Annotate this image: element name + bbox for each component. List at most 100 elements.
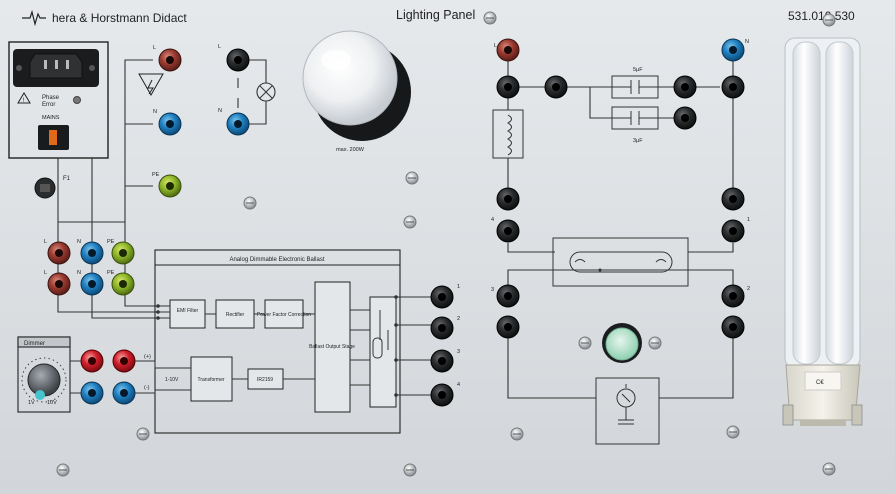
socket-tube-3[interactable] (496, 284, 520, 308)
emi-label: EMI Filter (177, 308, 199, 314)
ballast-out-label-4: 4 (457, 382, 460, 388)
lamp-terminal-label-n: N (218, 108, 222, 114)
brand-text: hera & Horstmann Didact (52, 11, 187, 25)
dimmer-title: Dimmer (24, 341, 45, 347)
circuit-label-n: N (745, 39, 749, 45)
socket-supply-pe-2[interactable] (111, 272, 135, 296)
socket-cap-c[interactable] (721, 75, 745, 99)
socket-tube-2[interactable] (721, 284, 745, 308)
high-voltage-warning-icon (138, 73, 164, 97)
phase-error-led-icon (73, 96, 81, 104)
brand-wave-icon (22, 9, 46, 27)
transformer-block (190, 356, 233, 402)
incandescent-bulb (302, 30, 398, 126)
ballast-box (154, 249, 401, 434)
output-stage-block (314, 281, 351, 413)
supply-label-l-2: L (44, 270, 47, 276)
terminal-label-l: L (153, 45, 156, 51)
rectifier-label: Rectifier (226, 312, 245, 318)
socket-starter-left[interactable] (496, 315, 520, 339)
ballast-out-label-2: 2 (457, 316, 460, 322)
inductor-symbol-icon (492, 109, 524, 159)
dimmer-plus-label: (+) (144, 354, 151, 360)
phase-error-label-2: Error (42, 102, 55, 108)
socket-tube-4[interactable] (496, 219, 520, 243)
socket-dimmer-minus-2[interactable] (112, 381, 136, 405)
circuit-label-1: 1 (747, 217, 750, 223)
input-label: 1-10V (165, 377, 179, 383)
mains-label: MAINS (42, 115, 60, 121)
ballast-wiring (135, 296, 435, 396)
socket-pe-top[interactable] (158, 174, 182, 198)
socket-supply-l-2[interactable] (47, 272, 71, 296)
dimmer-scale (21, 357, 67, 403)
stage-label: Ballast Output Stage (309, 344, 355, 350)
ce-mark-icon: C€ (816, 380, 824, 386)
part-number: 531.010.530 (788, 9, 855, 23)
circuit-label-3: 3 (491, 287, 494, 293)
socket-starter-right[interactable] (721, 315, 745, 339)
socket-supply-l-1[interactable] (47, 241, 71, 265)
lamp-rating: max. 200W (336, 147, 365, 153)
transformer-label: Transformer (197, 377, 224, 383)
fuse-label: F1 (63, 176, 71, 182)
socket-supply-n-2[interactable] (80, 272, 104, 296)
socket-lamp-l[interactable] (226, 48, 250, 72)
socket-circuit-n[interactable] (721, 38, 745, 62)
mounting-screws (56, 11, 836, 477)
socket-circuit-l[interactable] (496, 38, 520, 62)
socket-lamp-n[interactable] (226, 112, 250, 136)
socket-l-top[interactable] (158, 48, 182, 72)
socket-ballast-out-2[interactable] (430, 316, 454, 340)
socket-cap-b[interactable] (673, 75, 697, 99)
socket-dimmer-minus-1[interactable] (80, 381, 104, 405)
rectifier-block (215, 299, 255, 329)
socket-ballast-out-3[interactable] (430, 349, 454, 373)
socket-inductor-out[interactable] (496, 187, 520, 211)
socket-supply-pe-1[interactable] (111, 241, 135, 265)
output-switch-block (369, 296, 397, 408)
starter-symbol-box (595, 377, 660, 445)
pfc-label: Power Factor Correction (257, 312, 311, 318)
circuit-label-2: 2 (747, 286, 750, 292)
lamp-terminal-label-l: L (218, 44, 221, 50)
dimmer-scale-high: 10V (47, 400, 57, 406)
capacitor-symbols (611, 75, 659, 130)
dimmer-minus-label: (-) (144, 385, 150, 391)
socket-supply-n-1[interactable] (80, 241, 104, 265)
page-title: Lighting Panel (396, 8, 475, 22)
svg-text:!: ! (23, 98, 25, 104)
emi-filter-block (169, 299, 206, 329)
dimmer-knob[interactable] (27, 363, 61, 397)
dimmer-indicator-icon (35, 390, 45, 400)
socket-inductor-in[interactable] (496, 75, 520, 99)
circuit-label-l: L (494, 43, 497, 49)
phase-error-label-1: Phase (42, 95, 60, 101)
socket-tube-1[interactable] (721, 219, 745, 243)
cap-label-1: 5µF (633, 67, 643, 73)
socket-n-top[interactable] (158, 112, 182, 136)
terminal-label-pe: PE (152, 172, 160, 178)
circuit-label-4: 4 (491, 217, 494, 223)
socket-circuit-right-upper[interactable] (721, 187, 745, 211)
starter-device[interactable] (605, 327, 639, 361)
socket-dimmer-plus-1[interactable] (80, 349, 104, 373)
socket-cap-d[interactable] (673, 106, 697, 130)
supply-label-pe-1: PE (107, 239, 115, 245)
mains-switch-rocker (49, 130, 57, 145)
cap-label-2: 3µF (633, 138, 643, 144)
supply-label-l-1: L (44, 239, 47, 245)
ballast-out-label-1: 1 (457, 284, 460, 290)
socket-ballast-out-1[interactable] (430, 285, 454, 309)
fluorescent-tube: C€ (782, 37, 863, 426)
socket-dimmer-plus-2[interactable] (112, 349, 136, 373)
socket-ballast-out-4[interactable] (430, 383, 454, 407)
ic-label: IR2159 (257, 377, 273, 383)
supply-label-pe-2: PE (107, 270, 115, 276)
socket-cap-a[interactable] (544, 75, 568, 99)
warning-triangle-icon (17, 92, 31, 104)
supply-label-n-2: N (77, 270, 81, 276)
tube-symbol-icon (569, 251, 673, 273)
